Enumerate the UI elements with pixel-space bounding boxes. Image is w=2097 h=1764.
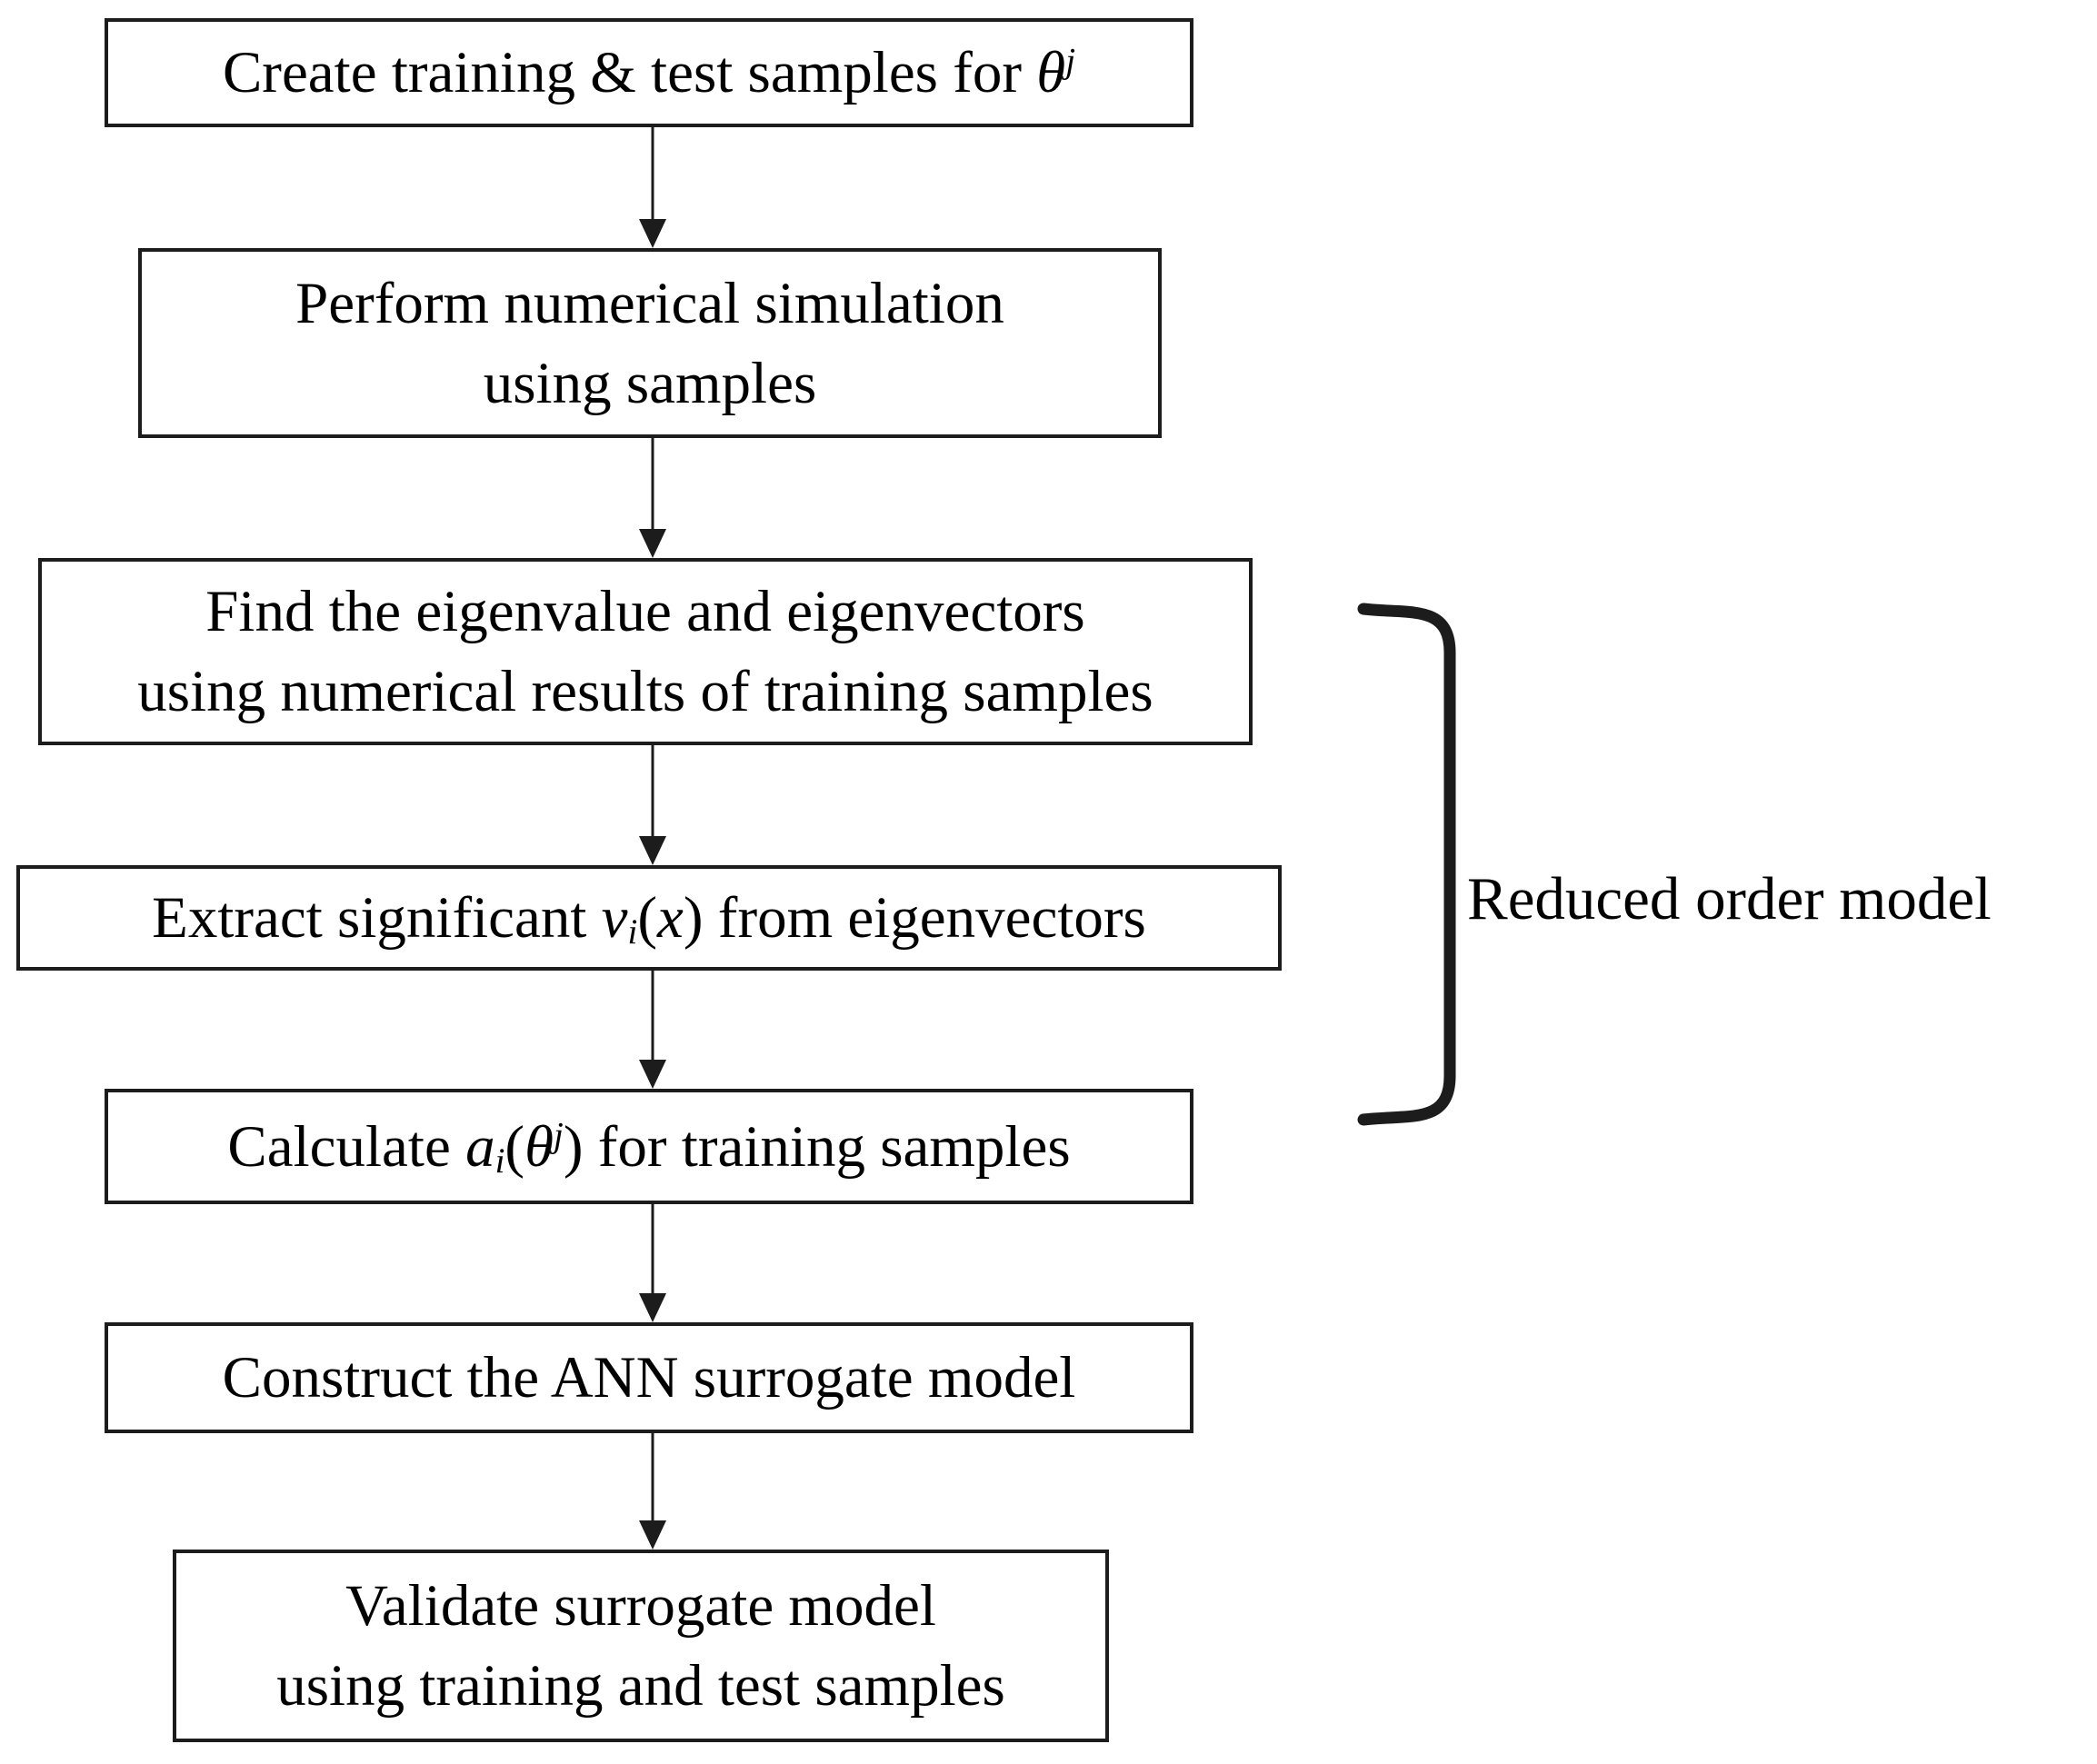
- arrow-shaft: [651, 438, 654, 536]
- arrow-shaft: [651, 1433, 654, 1528]
- node-text: using training and test samples: [276, 1653, 1005, 1719]
- node-text: Create training & test samples for θj: [222, 40, 1076, 105]
- arrow-shaft: [651, 971, 654, 1067]
- node-text: using samples: [483, 350, 817, 416]
- node-perform-simulation: Perform numerical simulation using sampl…: [138, 248, 1162, 438]
- bracket-label: Reduced order model: [1467, 865, 1992, 932]
- node-find-eigen: Find the eigenvalue and eigenvectors usi…: [38, 558, 1253, 745]
- flow-arrow-6: [637, 1433, 668, 1550]
- node-text: Extract significant vi(x) from eigenvect…: [152, 885, 1146, 952]
- arrowhead-down-icon: [639, 1520, 666, 1550]
- arrowhead-down-icon: [639, 529, 666, 558]
- arrowhead-down-icon: [639, 836, 666, 865]
- flow-arrow-2: [637, 438, 668, 558]
- node-calc-coefficients: Calculate ai(θj) for training samples: [105, 1089, 1193, 1204]
- arrowhead-down-icon: [639, 1060, 666, 1089]
- arrowhead-down-icon: [639, 1293, 666, 1322]
- node-text: Calculate ai(θj) for training samples: [227, 1113, 1071, 1181]
- node-text: Perform numerical simulation: [295, 270, 1004, 336]
- arrow-shaft: [651, 127, 654, 226]
- arrow-shaft: [651, 745, 654, 843]
- node-text: using numerical results of training samp…: [137, 659, 1153, 724]
- node-validate-model: Validate surrogate model using training …: [173, 1550, 1109, 1742]
- arrow-shaft: [651, 1204, 654, 1301]
- flow-arrow-1: [637, 127, 668, 248]
- right-square-bracket: [1357, 603, 1456, 1126]
- node-create-samples: Create training & test samples for θj: [105, 18, 1193, 127]
- node-text: Construct the ANN surrogate model: [222, 1345, 1076, 1410]
- arrowhead-down-icon: [639, 219, 666, 248]
- node-construct-ann: Construct the ANN surrogate model: [105, 1322, 1193, 1433]
- node-text: Find the eigenvalue and eigenvectors: [205, 579, 1085, 644]
- flow-arrow-5: [637, 1204, 668, 1322]
- node-extract-modes: Extract significant vi(x) from eigenvect…: [16, 865, 1282, 971]
- node-text: Validate surrogate model: [345, 1573, 936, 1639]
- flow-arrow-3: [637, 745, 668, 865]
- flow-arrow-4: [637, 971, 668, 1089]
